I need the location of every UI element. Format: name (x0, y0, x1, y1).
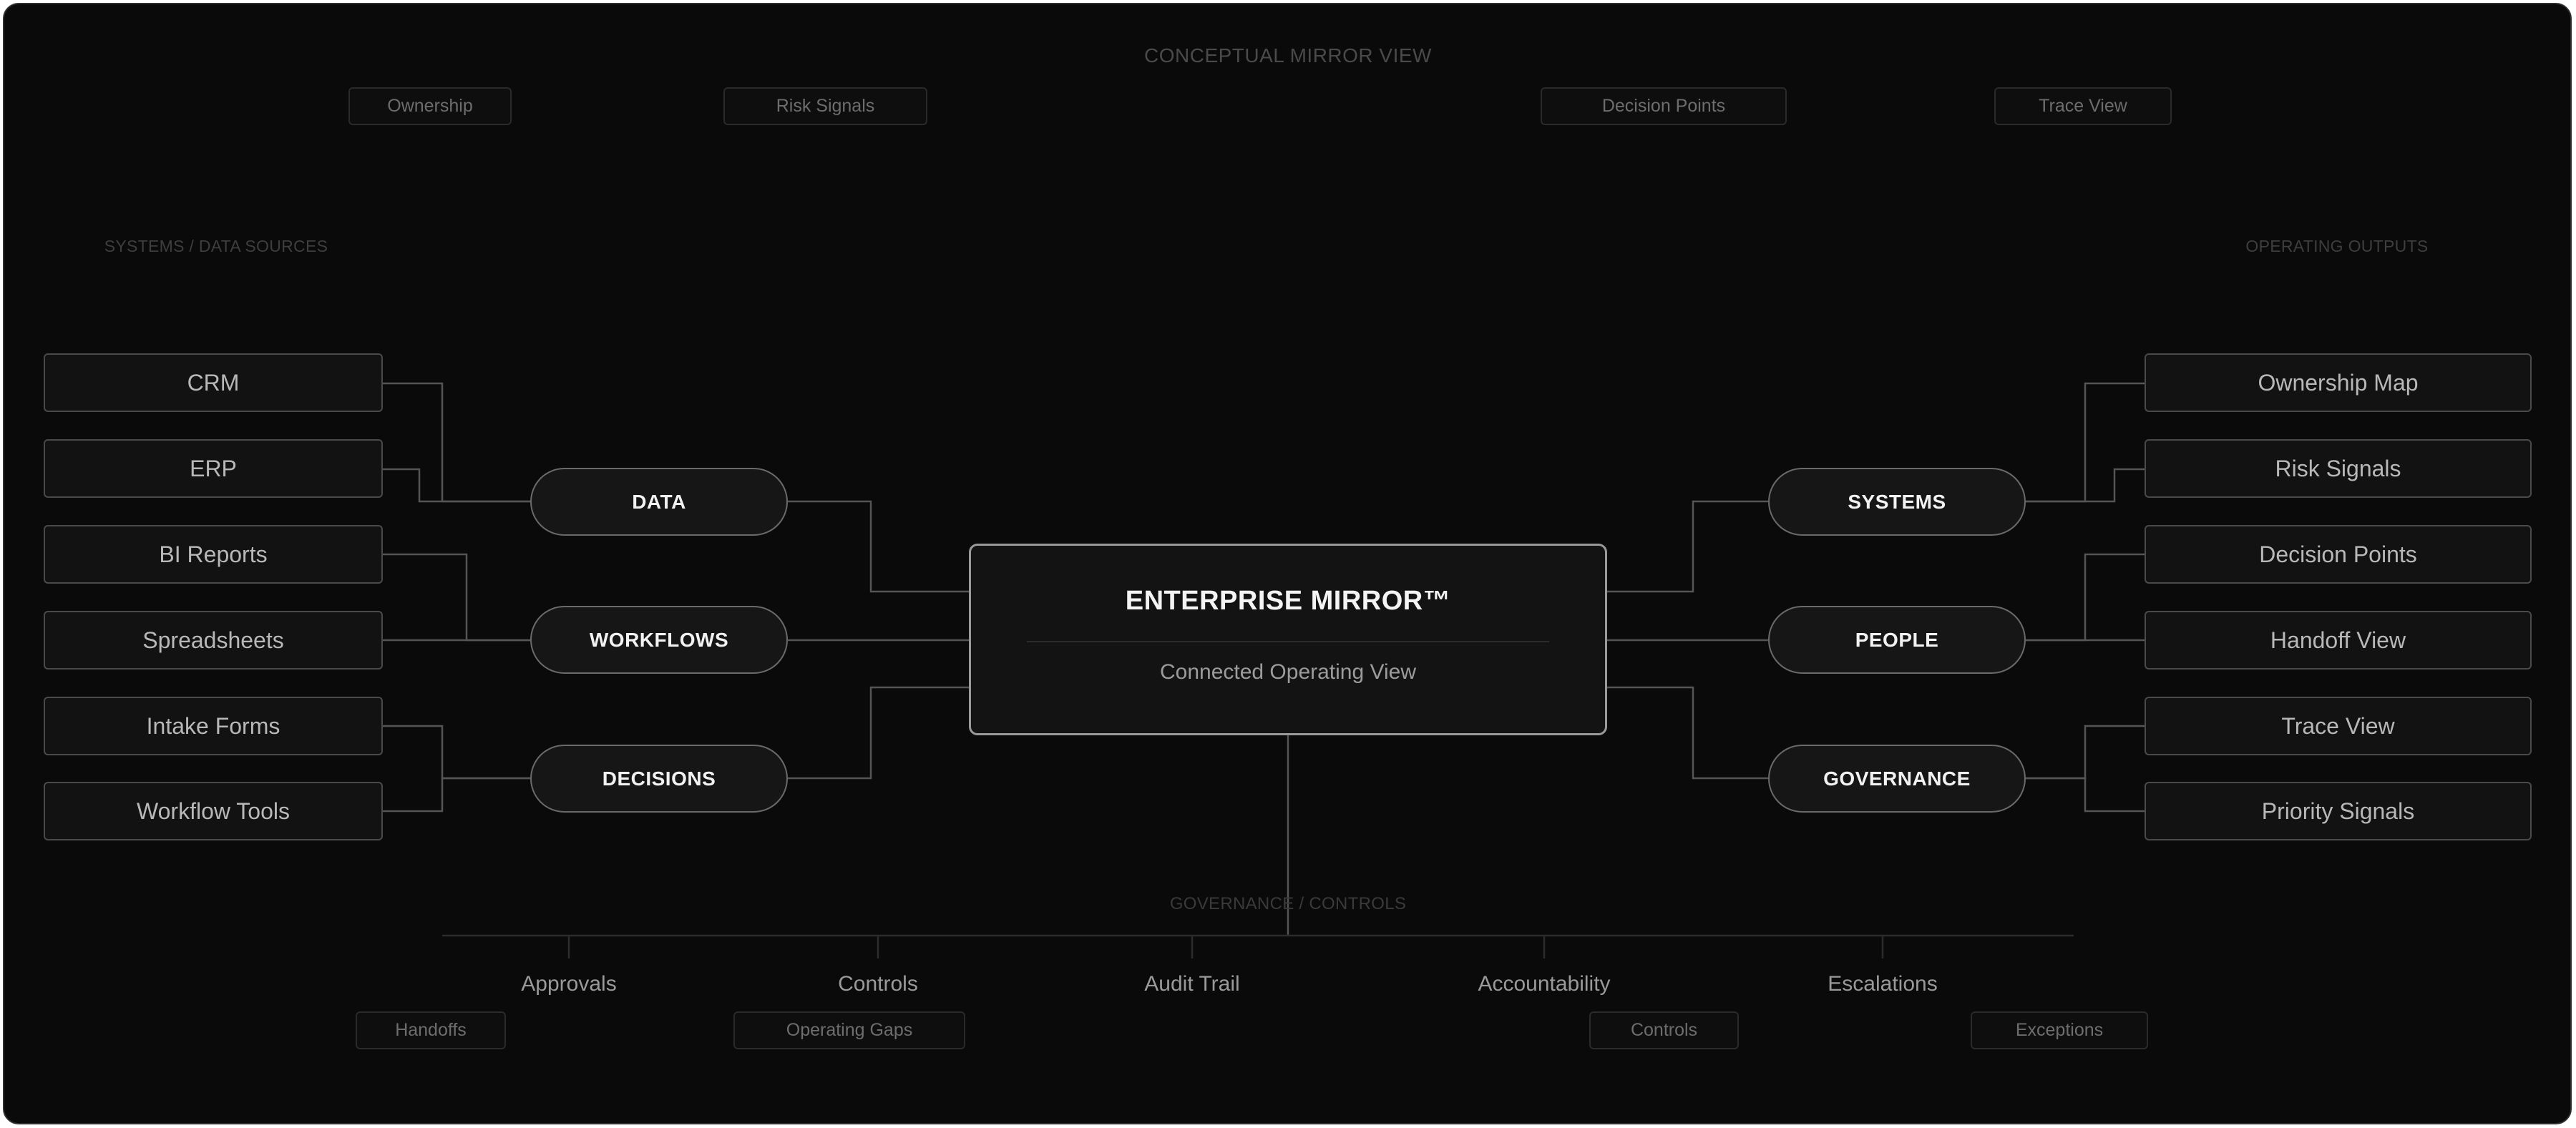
output-ownership-map: Ownership Map (2145, 353, 2532, 412)
top-chip-ownership: Ownership (348, 87, 512, 125)
output-decision-points: Decision Points (2145, 525, 2532, 584)
source-workflow-tools: Workflow Tools (44, 782, 383, 840)
diagram-title: CONCEPTUAL MIRROR VIEW (1144, 44, 1432, 67)
output-priority-signals: Priority Signals (2145, 782, 2532, 840)
hub-workflows: WORKFLOWS (530, 606, 788, 674)
output-trace-view: Trace View (2145, 697, 2532, 755)
bottom-chip-exceptions: Exceptions (1971, 1011, 2148, 1049)
hub-people: PEOPLE (1768, 606, 2026, 674)
source-bi-reports: BI Reports (44, 525, 383, 584)
center-title: ENTERPRISE MIRROR™ (1125, 586, 1451, 616)
center-subtitle: Connected Operating View (1159, 660, 1416, 684)
hub-data: DATA (530, 468, 788, 536)
source-erp: ERP (44, 439, 383, 498)
hub-governance: GOVERNANCE (1768, 745, 2026, 813)
bottom-chip-operating-gaps: Operating Gaps (733, 1011, 965, 1049)
governance-title: GOVERNANCE / CONTROLS (1169, 894, 1407, 913)
top-chip-trace-view: Trace View (1994, 87, 2172, 125)
hub-decisions: DECISIONS (530, 745, 788, 813)
bottom-chip-handoffs: Handoffs (356, 1011, 506, 1049)
right-column-title: OPERATING OUTPUTS (2245, 236, 2429, 255)
governance-item-controls: Controls (838, 972, 918, 996)
governance-item-audit-trail: Audit Trail (1144, 972, 1240, 996)
governance-item-escalations: Escalations (1828, 972, 1938, 996)
governance-item-accountability: Accountability (1478, 972, 1611, 996)
source-intake-forms: Intake Forms (44, 697, 383, 755)
governance-item-approvals: Approvals (521, 972, 617, 996)
output-handoff-view: Handoff View (2145, 611, 2532, 670)
source-spreadsheets: Spreadsheets (44, 611, 383, 670)
enterprise-mirror-node: ENTERPRISE MIRROR™ Connected Operating V… (969, 544, 1607, 735)
top-chip-risk-signals: Risk Signals (723, 87, 927, 125)
hub-systems: SYSTEMS (1768, 468, 2026, 536)
left-column-title: SYSTEMS / DATA SOURCES (104, 236, 328, 255)
output-risk-signals: Risk Signals (2145, 439, 2532, 498)
top-chip-decision-points: Decision Points (1541, 87, 1787, 125)
source-crm: CRM (44, 353, 383, 412)
bottom-chip-controls: Controls (1589, 1011, 1739, 1049)
center-divider (1027, 641, 1549, 642)
